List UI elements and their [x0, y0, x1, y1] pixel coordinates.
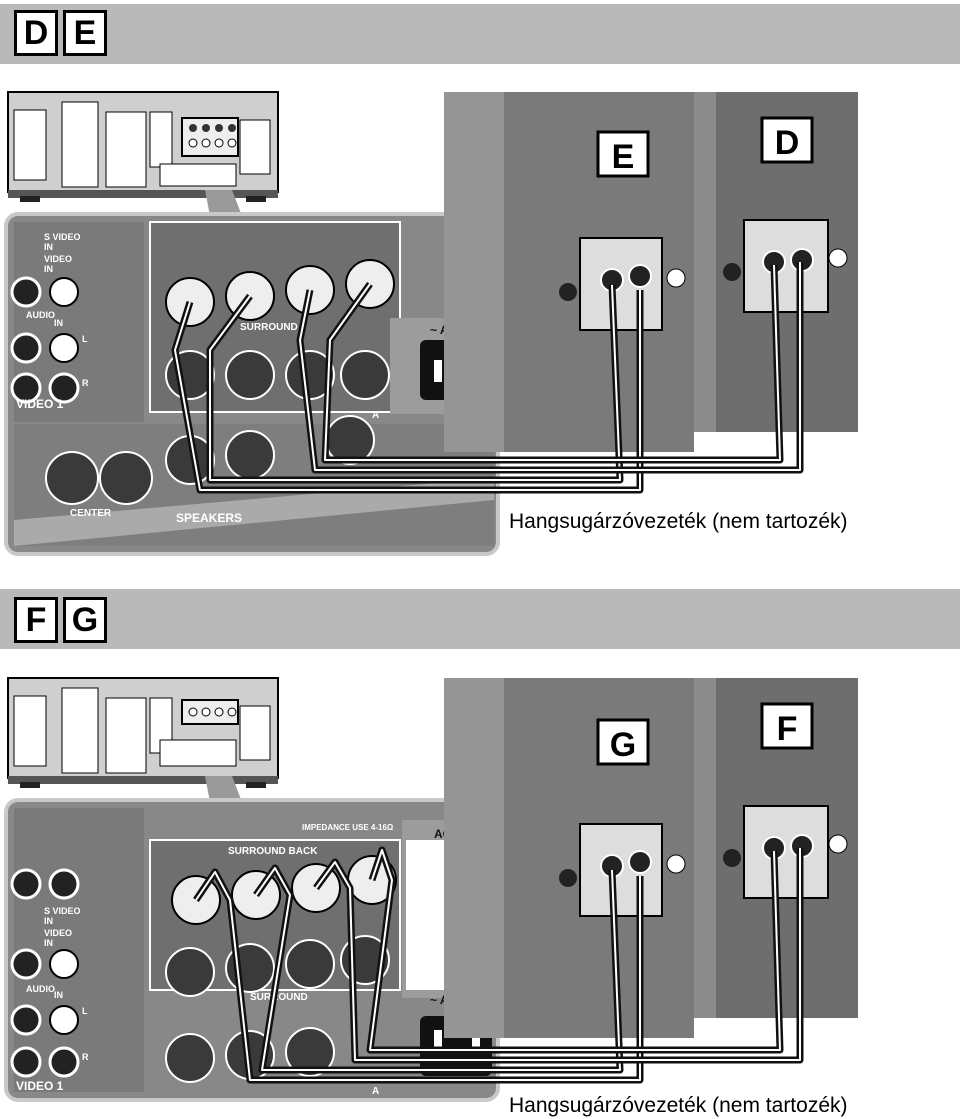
speaker-tag-f: F: [777, 710, 798, 748]
label-tag-d: D: [14, 10, 58, 56]
speaker-tag-d: D: [775, 124, 800, 162]
speaker-tag-e: E: [612, 138, 635, 176]
label-surround-back: SURROUND BACK: [228, 846, 318, 857]
label-surround-2: SURROUND: [250, 992, 308, 1003]
label-audio-2: AUDIO: [26, 984, 55, 994]
speaker-cables-1: [171, 262, 804, 494]
label-tag-e: E: [63, 10, 107, 56]
speaker-box-g: [444, 678, 694, 1038]
label-r-2: R: [82, 1052, 89, 1062]
label-in-2: IN: [54, 990, 63, 1000]
speaker-tag-d-box: [760, 116, 814, 164]
speaker-tag-g: G: [610, 726, 636, 764]
cable-caption-2: Hangsugárzóvezeték (nem tartozék): [509, 1094, 848, 1117]
speaker-box-e: [444, 92, 694, 452]
cable-caption-1: Hangsugárzóvezeték (nem tartozék): [509, 510, 848, 533]
label-speakers: SPEAKERS: [176, 511, 242, 525]
label-l: L: [82, 334, 88, 344]
label-surround: SURROUND: [240, 322, 298, 333]
label-center: CENTER: [70, 508, 112, 519]
section-header-band-1: [0, 4, 960, 64]
label-tag-f: F: [14, 597, 58, 643]
speaker-tag-g-box: [596, 718, 650, 766]
label-audio: AUDIO: [26, 310, 55, 320]
speaker-box-f: [694, 678, 858, 1018]
speaker-tag-e-box: [596, 130, 650, 178]
label-video1-2: VIDEO 1: [16, 1079, 64, 1093]
label-impedance: IMPEDANCE USE 4-16Ω: [302, 823, 394, 832]
receiver-thumbnail-2: [7, 677, 279, 788]
zoom-connector-2: [205, 776, 242, 802]
label-video1: VIDEO 1: [16, 397, 64, 411]
label-a-2: A: [372, 1086, 379, 1097]
section-header-band-2: [0, 589, 960, 649]
speaker-tag-f-box: [760, 702, 814, 750]
label-a: A: [372, 410, 379, 421]
speaker-terminals-surround: [45, 259, 395, 505]
receiver-thumbnail-1: [7, 91, 279, 202]
label-r: R: [82, 378, 89, 388]
label-l-2: L: [82, 1006, 88, 1016]
zoom-connector-1: [205, 190, 242, 216]
label-tag-g: G: [63, 597, 107, 643]
speaker-cables-2: [193, 846, 804, 1084]
label-in: IN: [54, 318, 63, 328]
